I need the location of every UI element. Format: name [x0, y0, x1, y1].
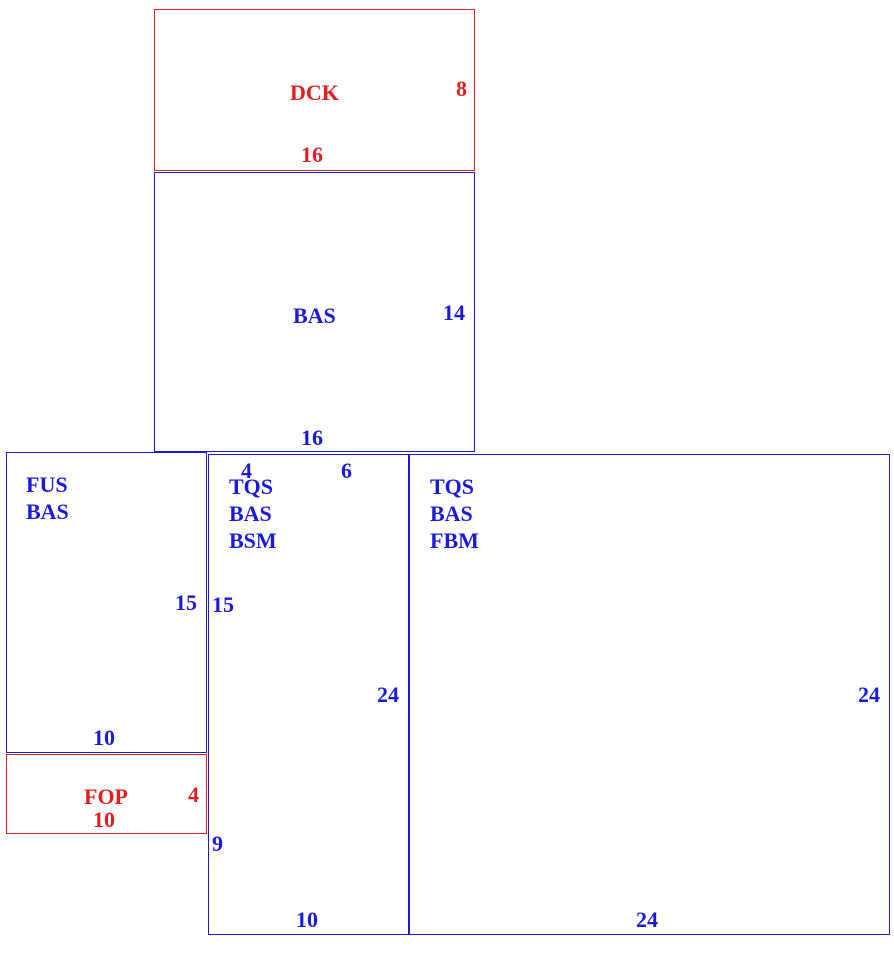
room-fbm-width: 24 [636, 907, 658, 932]
room-bsm-extra-15: 15 [212, 592, 234, 617]
room-fbm [409, 454, 890, 935]
room-fop [6, 754, 207, 834]
room-bsm-name-3: BSM [229, 528, 277, 553]
room-bas [154, 172, 475, 452]
room-fus-name-1: FUS [26, 472, 68, 497]
room-fus-width: 10 [93, 725, 115, 750]
room-bsm-extra-6: 6 [341, 458, 352, 483]
room-fop-height: 4 [188, 782, 199, 807]
room-bsm [208, 454, 409, 935]
room-fus [6, 452, 207, 753]
room-bsm-name-2: BAS [229, 501, 272, 526]
room-fus-name-2: BAS [26, 499, 69, 524]
room-fbm-name-1: TQS [430, 474, 475, 499]
room-fop-width: 10 [93, 807, 115, 832]
room-bas-name: BAS [293, 303, 336, 328]
room-dck [154, 9, 475, 171]
room-bsm-height: 24 [377, 682, 399, 707]
room-fop-name: FOP [84, 784, 128, 809]
room-dck-height: 8 [456, 76, 467, 101]
room-fbm-name-3: FBM [430, 528, 479, 553]
room-fbm-name-2: BAS [430, 501, 473, 526]
room-dck-name: DCK [290, 80, 339, 105]
room-dck-width: 16 [301, 142, 323, 167]
room-bas-height: 14 [443, 300, 465, 325]
room-bsm-extra-4: 4 [241, 458, 252, 483]
room-fbm-height: 24 [858, 682, 880, 707]
room-bsm-name-1: TQS [229, 474, 274, 499]
room-bsm-extra-9: 9 [212, 831, 223, 856]
room-bsm-width: 10 [296, 907, 318, 932]
room-fus-height: 15 [175, 590, 197, 615]
room-bas-width: 16 [301, 425, 323, 450]
